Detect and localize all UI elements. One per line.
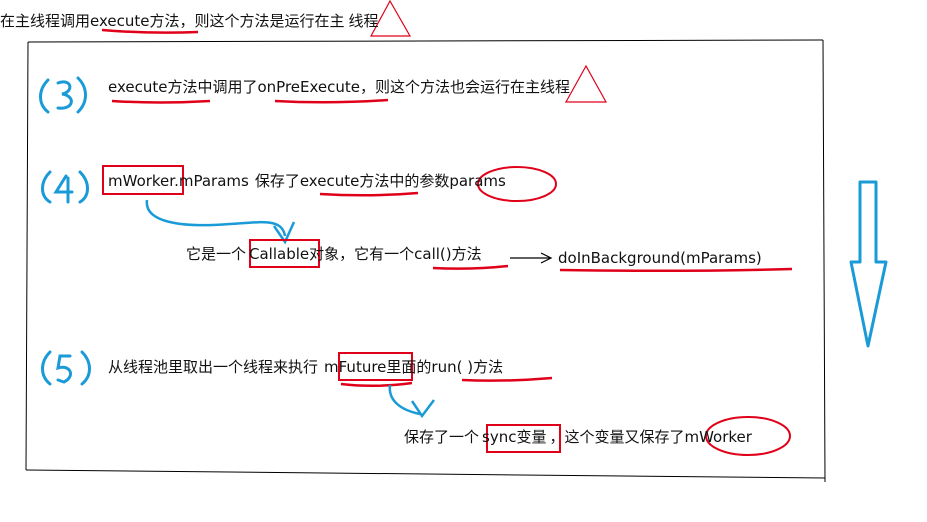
call-underline (432, 264, 509, 270)
step5-number-mark (41, 350, 91, 386)
step4-sub-pre: 它是一个 (186, 245, 247, 263)
step3-emph1: execute方法 (108, 78, 198, 96)
step3-underline-execute (111, 99, 211, 104)
step5-mid: 里面的 (386, 358, 432, 376)
params-circle (477, 166, 557, 202)
frame-left (25, 41, 29, 471)
step5-sub-pre: 保存了一个 (404, 428, 480, 446)
step3-mid1: 中调用了 (197, 78, 258, 96)
mfuture-underline (340, 381, 413, 388)
header-tail: 线程 (348, 12, 379, 30)
frame-top (27, 39, 824, 43)
step3-number-mark (39, 76, 87, 114)
step5-sub-circled: mWorker (684, 428, 752, 446)
doinbackground-label: doInBackground(mParams) (558, 249, 762, 267)
step4-sub-post: 对象，它有一个 (309, 245, 415, 263)
step4-sub-boxed: Callable (249, 245, 310, 263)
arrowhead-icon (410, 399, 435, 419)
step5-boxed: mFuture (324, 358, 387, 376)
down-arrow-icon (849, 180, 888, 348)
step4-line: mWorker.mParams 保存了execute方法中的参数params (108, 172, 506, 190)
step4-underline-execute (319, 191, 419, 197)
header-emph: execute方法 (90, 12, 180, 30)
mworker-circle (705, 416, 791, 456)
mworker-box (102, 165, 184, 195)
doinbackground-underline (559, 267, 793, 273)
step3-warning-triangle-icon (564, 64, 608, 103)
run-underline (461, 376, 553, 382)
step5-pre: 从线程池里取出一个线程来执行 (108, 358, 319, 376)
step5-sub-mid: ，这个变量又保存了 (549, 428, 685, 446)
mfuture-box (338, 352, 413, 381)
header-text-2: ，则这个方法是运行在主 (179, 12, 345, 30)
callable-box (249, 239, 320, 268)
step4-after-boxed: .mParams (174, 172, 249, 190)
header-text: 在主线程调用 (0, 12, 91, 30)
frame-right (822, 39, 826, 483)
step5-run: run( )方法 (431, 358, 504, 376)
step3-line: execute方法中调用了onPreExecute，则这个方法也会运行在主线程 (108, 78, 570, 96)
mworker-to-callable-arrow (145, 199, 287, 237)
arrowhead-icon (272, 221, 296, 245)
arrow-right-icon (540, 252, 553, 264)
frame-bottom (25, 469, 826, 479)
step5-line: 从线程池里取出一个线程来执行 mFuture里面的run( )方法 (108, 358, 503, 376)
mfuture-to-sync-arrow (388, 384, 421, 416)
step4-emph: execute方法 (299, 172, 390, 190)
step4-mid2: 中的参数 (389, 172, 450, 190)
sync-box (486, 424, 561, 453)
step4-boxed: mWorker (108, 172, 175, 190)
step3-emph2: onPreExecute (257, 78, 361, 96)
header-underline (101, 28, 199, 34)
step3-underline-onpre (274, 98, 389, 104)
step5-sub-boxed: sync变量 (482, 428, 547, 446)
step4-sub-call: call()方法 (414, 245, 482, 263)
warning-triangle-icon (369, 0, 412, 37)
step4-circled: params (449, 172, 506, 190)
step4-number-mark (41, 170, 89, 204)
frame (25, 39, 826, 483)
step4-mid: 保存了 (254, 172, 300, 190)
header-line: 在主线程调用execute方法，则这个方法是运行在主线程 (0, 12, 379, 30)
step3-tail: 线程 (540, 78, 571, 96)
step3-mid2: ，则这个方法也会运行在主 (360, 78, 541, 96)
